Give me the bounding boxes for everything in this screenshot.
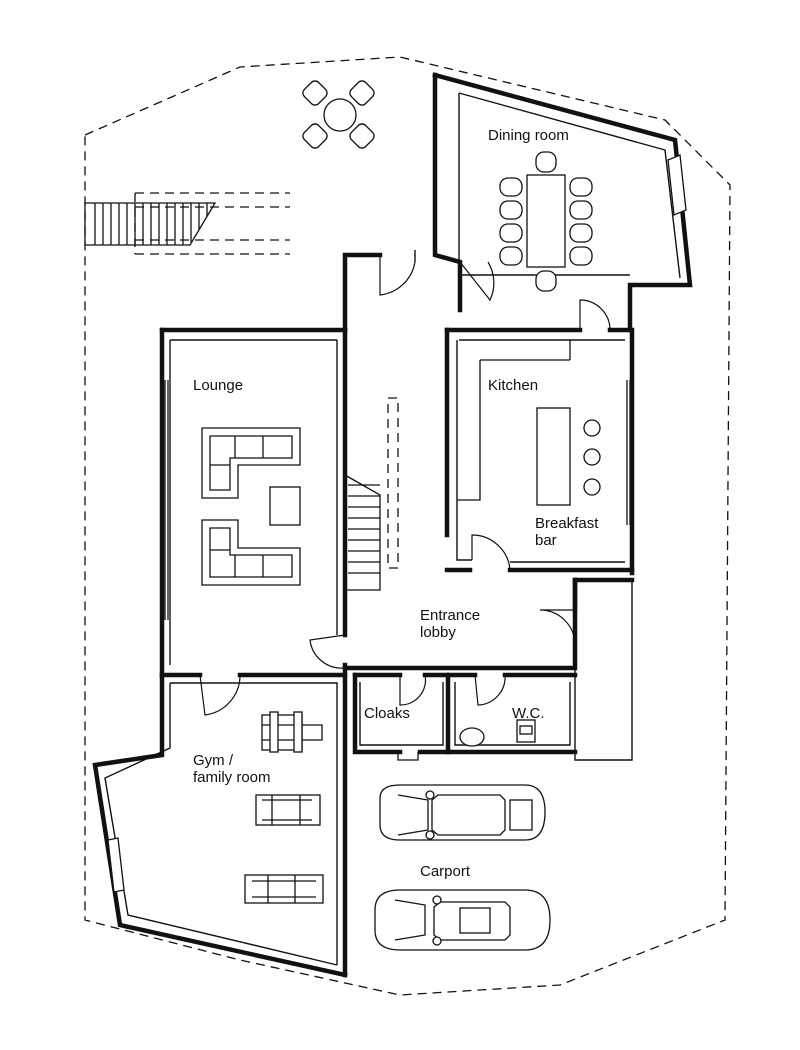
garden-steps [84, 192, 290, 255]
kitchen-units [457, 340, 601, 506]
label-carport: Carport [420, 863, 471, 880]
car-bottom [374, 889, 551, 951]
label-entrance-2: lobby [420, 624, 456, 641]
car-top [379, 784, 546, 841]
gym-equipment [244, 711, 324, 904]
label-breakfast-bar-2: bar [535, 532, 557, 549]
dining-table [499, 151, 593, 292]
label-dining-room: Dining room [488, 127, 569, 144]
doors [199, 255, 611, 716]
label-gym-1: Gym / [193, 752, 234, 769]
lounge-sofas [201, 427, 301, 586]
label-lounge: Lounge [193, 377, 243, 394]
label-kitchen: Kitchen [488, 377, 538, 394]
label-gym-2: family room [193, 769, 271, 786]
windows [107, 154, 687, 893]
wc-fixtures [459, 719, 536, 747]
site-boundary [84, 56, 731, 996]
label-wc: W.C. [512, 705, 545, 722]
label-cloaks: Cloaks [364, 705, 410, 722]
patio-table [302, 80, 375, 149]
label-breakfast-bar-1: Breakfast [535, 515, 599, 532]
label-entrance-1: Entrance [420, 607, 480, 624]
staircase [344, 397, 399, 591]
